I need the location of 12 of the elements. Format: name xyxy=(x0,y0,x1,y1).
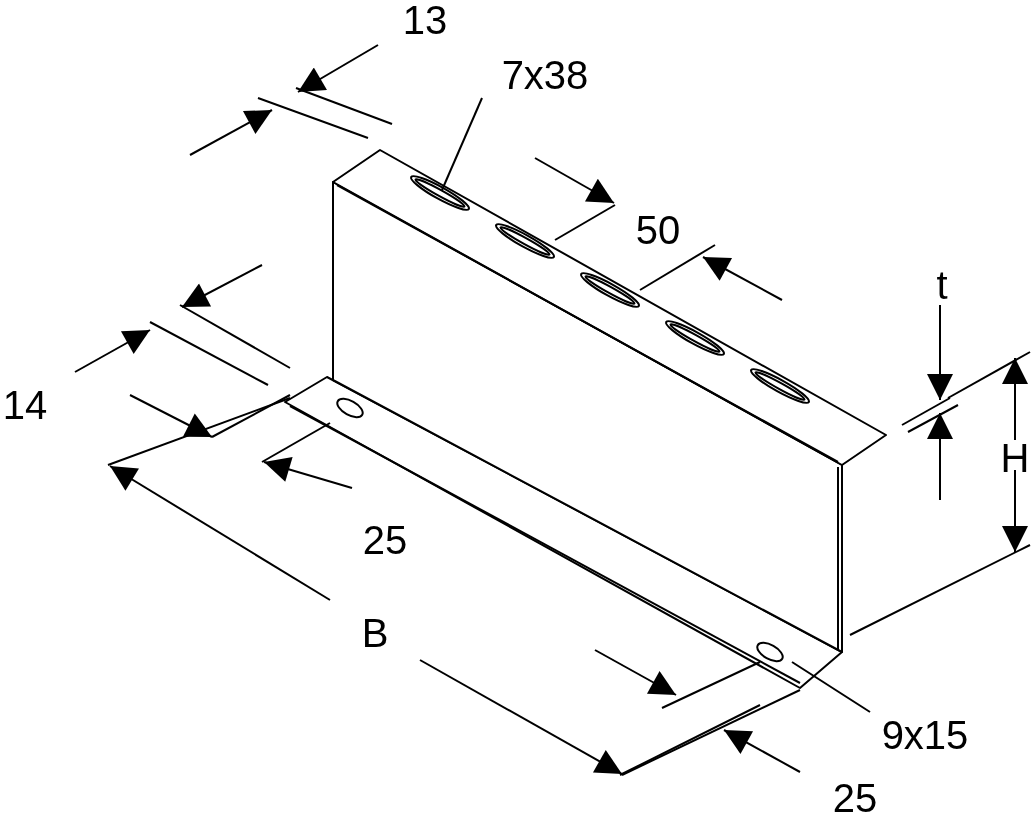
part-label: 7x38 xyxy=(501,53,589,97)
dimension-label: B xyxy=(361,611,389,655)
dimension-label: 50 xyxy=(635,208,681,252)
dimension-label: 13 xyxy=(402,0,448,42)
dimension-label: 14 xyxy=(2,383,48,427)
dimension-label: 25 xyxy=(832,776,878,816)
leader-line xyxy=(791,661,871,713)
leader-line xyxy=(441,97,483,191)
dimension-label: 25 xyxy=(362,518,408,562)
part-label: 9x15 xyxy=(881,713,969,757)
dimension-label: H xyxy=(1000,436,1030,480)
dimension-label: t xyxy=(936,263,948,307)
